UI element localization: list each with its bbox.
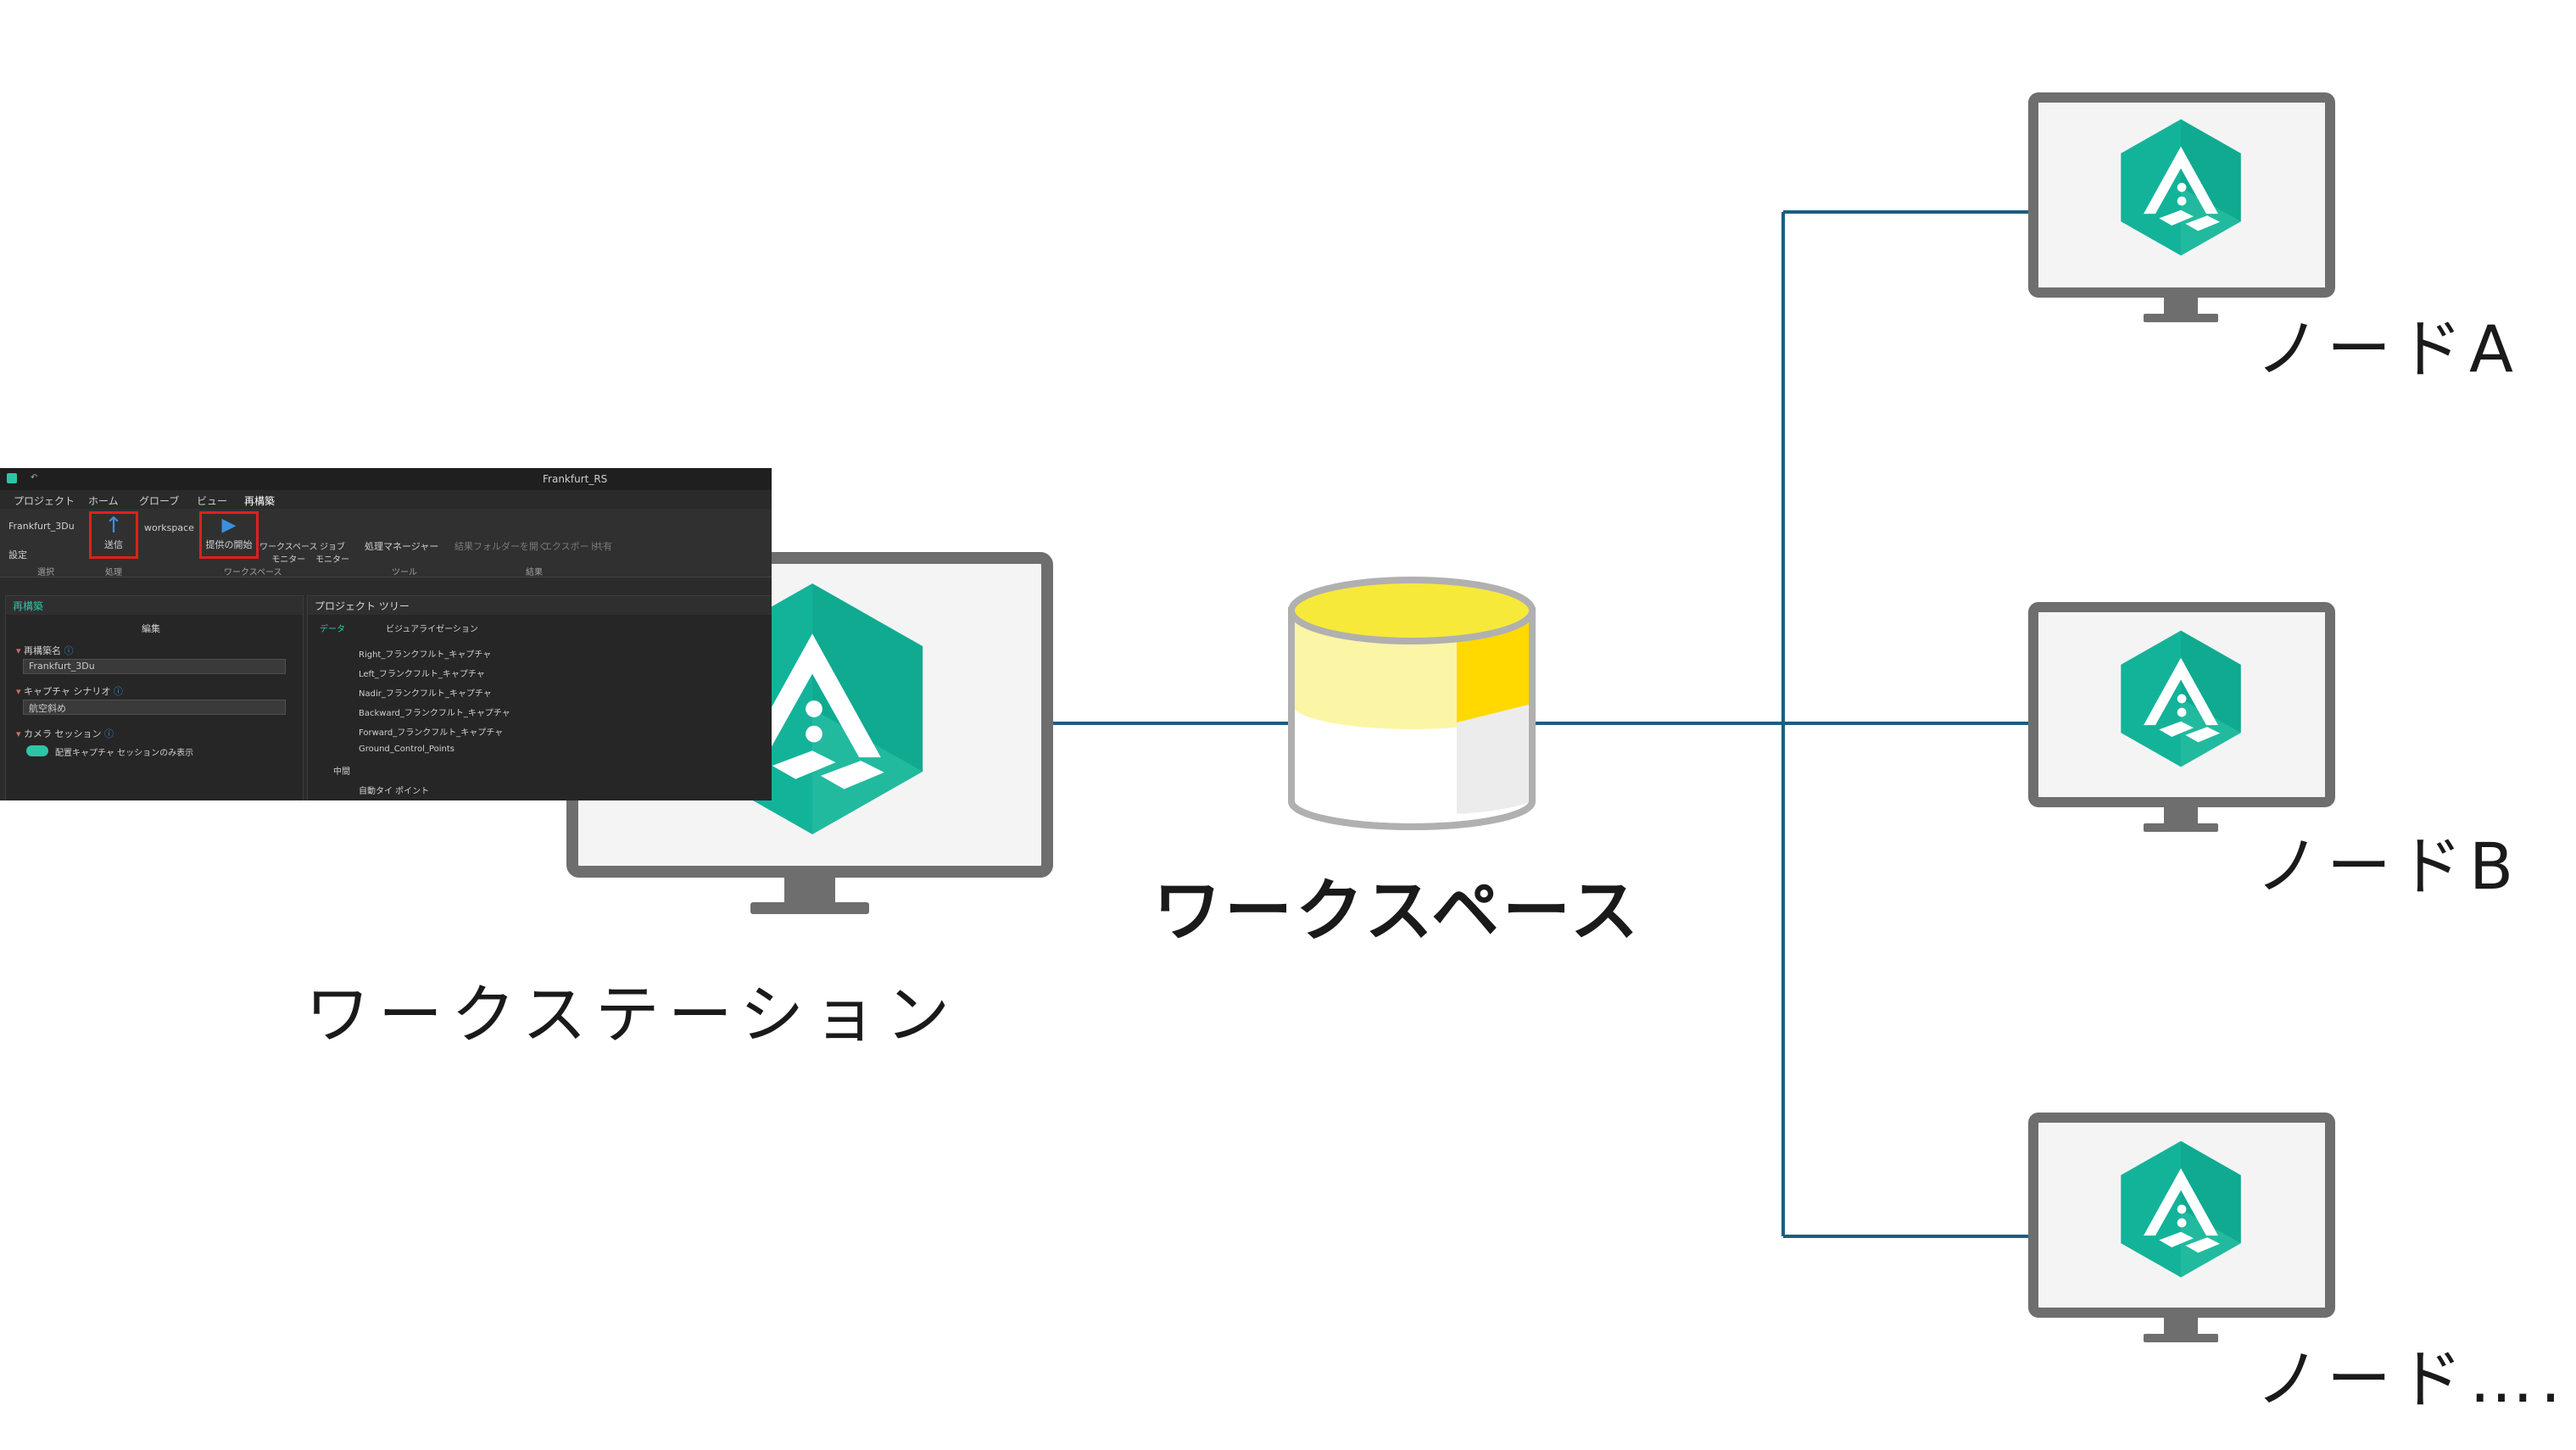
menu-globe[interactable]: グローブ — [139, 495, 180, 507]
node-a-label: ノードA — [2255, 311, 2520, 387]
start-provide-label: 提供の開始 — [205, 539, 253, 550]
tree-item[interactable]: Backward_フランクフルト_キャプチャ — [359, 709, 510, 718]
workstation-label: ワークステーション — [305, 977, 959, 1052]
database-cylinder-icon — [1288, 577, 1536, 830]
undo-icon[interactable]: ↶ — [31, 473, 38, 482]
play-icon: ▶ — [221, 515, 237, 536]
settings-button[interactable]: 設定 — [8, 549, 27, 560]
group-results: 結果 — [526, 568, 543, 577]
toggle-label: 配置キャプチャ セッションのみ表示 — [55, 749, 194, 758]
node-a-monitor-icon — [2028, 92, 2335, 322]
tree-item[interactable]: 自動タイ ポイント — [359, 787, 430, 796]
reconstruction-panel: 再構築 編集 ▾ 再構築名 ⓘ Frankfurt_3Du ▾ キャプチャ シナ… — [5, 595, 304, 800]
start-provide-button[interactable]: ▶ 提供の開始 — [199, 511, 259, 559]
group-select: 選択 — [37, 568, 54, 577]
node-more-label: ノード…. — [2255, 1341, 2568, 1417]
menu-project[interactable]: プロジェクト — [14, 495, 75, 507]
share-button[interactable]: 共有 — [594, 541, 612, 552]
process-manager-button[interactable]: 処理マネージャー — [365, 541, 439, 552]
window-title: Frankfurt_RS — [543, 473, 608, 485]
workspace-monitor-button[interactable]: ワークスペース モニター — [259, 543, 318, 565]
info-icon: ⓘ — [113, 686, 123, 697]
name-label: ▾ 再構築名 ⓘ — [16, 645, 74, 656]
upload-arrow-icon: ↑ — [104, 513, 123, 538]
info-icon: ⓘ — [64, 645, 74, 656]
select-item-button[interactable]: Frankfurt_3Du — [8, 521, 75, 532]
group-process: 処理 — [105, 568, 122, 577]
project-tree-title: プロジェクト ツリー — [308, 596, 772, 615]
camera-session-label: ▾ カメラ セッション ⓘ — [16, 728, 114, 739]
node-b-label: ノードB — [2255, 828, 2521, 904]
export-button[interactable]: エクスポート — [543, 541, 599, 552]
group-workspace: ワークスペース — [224, 568, 282, 577]
open-result-folder-button[interactable]: 結果フォルダーを開く — [454, 541, 548, 552]
info-icon: ⓘ — [104, 728, 114, 739]
node-more-monitor-icon — [2028, 1113, 2335, 1342]
send-button[interactable]: ↑ 送信 — [89, 511, 138, 559]
menu-home[interactable]: ホーム — [88, 495, 119, 507]
connector-lines — [1043, 210, 2035, 1238]
menu-reconstruction[interactable]: 再構築 — [244, 494, 276, 510]
tree-item[interactable]: Forward_フランクフルト_キャプチャ — [359, 728, 504, 738]
reconstruction-panel-title: 再構築 — [6, 596, 303, 615]
app-menubar: プロジェクト ホーム グローブ ビュー 再構築 — [0, 490, 772, 510]
workspace-button[interactable]: workspace — [144, 522, 194, 533]
tab-data[interactable]: データ — [320, 625, 345, 634]
tree-item[interactable]: Ground_Control_Points — [359, 745, 454, 754]
workspace-label: ワークスペース — [1153, 872, 1642, 951]
tree-item[interactable]: Left_フランクフルト_キャプチャ — [359, 670, 485, 679]
tree-group[interactable]: 中間 — [333, 767, 350, 777]
reconstruction-name-field[interactable]: Frankfurt_3Du — [23, 659, 286, 674]
job-monitor-button[interactable]: ジョブ モニター — [315, 543, 349, 565]
group-tools: ツール — [392, 568, 417, 577]
tree-item[interactable]: Nadir_フランクフルト_キャプチャ — [359, 689, 492, 699]
app-titlebar: ↶ Frankfurt_RS — [0, 468, 772, 490]
send-label: 送信 — [104, 539, 123, 550]
app-ribbon: Frankfurt_3Du 設定 ↑ 送信 workspace ▶ 提供の開始 … — [0, 509, 772, 577]
edit-section-label: 編集 — [142, 623, 160, 634]
tab-visualization[interactable]: ビジュアライゼーション — [386, 625, 478, 634]
scenario-label: ▾ キャプチャ シナリオ ⓘ — [16, 686, 123, 697]
menu-view[interactable]: ビュー — [197, 495, 228, 507]
app-logo-icon — [7, 473, 17, 483]
tree-item[interactable]: Right_フランクフルト_キャプチャ — [359, 650, 492, 660]
app-screenshot: ↶ Frankfurt_RS プロジェクト ホーム グローブ ビュー 再構築 F… — [0, 468, 772, 800]
placed-sessions-toggle[interactable] — [26, 745, 48, 756]
project-tree-panel: プロジェクト ツリー データ ビジュアライゼーション Right_フランクフルト… — [307, 595, 772, 800]
scenario-select[interactable]: 航空斜め — [23, 700, 286, 715]
node-b-monitor-icon — [2028, 602, 2335, 832]
